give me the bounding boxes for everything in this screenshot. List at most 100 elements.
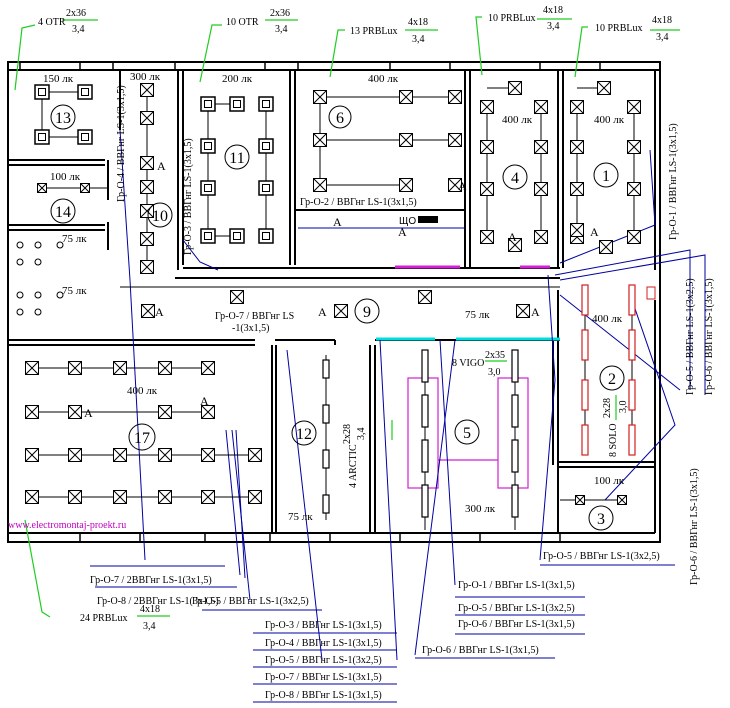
luminaire-cross [25,448,39,462]
luminaire-stair-icon [34,291,42,299]
fixture-spec-r12: 2x28 [342,424,353,444]
luminaire-cross [448,133,462,147]
fixture-spec-r17: 4x18 [140,604,160,615]
luminaire-cross [480,230,494,244]
luminaire-cross [617,495,627,505]
luminaire-cross [399,133,413,147]
room-number-9: 9 [363,304,371,321]
luminaire-cross [201,448,215,462]
cable-label-o7-line1: Гр-О-7 / ВВГнг LS [215,311,294,322]
luminaire-cross [627,140,641,154]
fixture-label-r12: 4 ARCTIC [348,444,359,488]
lux-r3: 100 лк [594,475,625,487]
luminaire-cross [480,140,494,154]
fixture-label-r2: 8 SOLO [608,423,619,457]
cable-stack-1-item: Гр-О-3 / ВВГнг LS-1(3х1,5) [265,620,382,631]
luminaire-tube-icon [581,284,589,316]
luminaire-otr-inner [204,184,212,192]
fixture-height-r13: 3,4 [72,24,85,35]
luminaire-cross [570,100,584,114]
luminaire-cross [448,90,462,104]
luminaire-cross [201,405,215,419]
luminaire-cross [627,230,641,244]
cable-label-o7-bottom: Гр-О-7 / 2ВВГнг LS-1(3х1,5) [90,575,212,586]
luminaire-cross [201,490,215,504]
luminaire-cross [448,178,462,192]
fixture-label-r17: 24 PRBLux [80,613,128,624]
cable-stack-2-item: Гр-О-6 / ВВГнг LS-1(3х1,5) [458,619,575,630]
luminaire-cross [68,405,82,419]
lux-r4: 400 лк [502,114,533,126]
luminaire-otr-inner [204,232,212,240]
panel-label: ЩО [399,216,416,227]
cable-label-o5-right: Гр-О-5 / ВВГнг LS-1(3х2,5) [543,551,660,562]
luminaire-tube-icon [628,329,636,361]
emergency-marker: A [531,305,540,319]
cable-routes [119,129,706,661]
fixture-label-r13: 4 OTR [38,17,66,28]
cable-stack-1-item: Гр-О-8 / ВВГнг LS-1(3х1,5) [265,690,382,701]
luminaire-cross [599,240,613,254]
luminaire-cross [480,100,494,114]
luminaire-tube-icon [421,484,429,518]
luminaire-cross [140,83,154,97]
room-number-1: 1 [602,168,610,185]
cable-stack-1-item: Гр-О-5 / ВВГнг LS-1(3х2,5) [265,655,382,666]
luminaire-cross [113,448,127,462]
luminaire-cross [570,182,584,196]
luminaire-cross [140,180,154,194]
luminaire-tube-icon [628,284,636,316]
room-number-5: 5 [463,425,471,442]
cable-stack-1-item: Гр-О-7 / ВВГнг LS-1(3х1,5) [265,672,382,683]
luminaire-cross [480,182,494,196]
luminaire-cross [68,361,82,375]
luminaire-tube-icon [511,349,519,383]
lux-r1: 400 лк [594,114,625,126]
lux-r14: 100 лк [50,171,81,183]
lux-r5: 300 лк [465,503,496,515]
luminaire-cross [113,361,127,375]
room-number-4: 4 [511,170,519,187]
luminaire-cross [25,405,39,419]
fixture-height-r6: 3,4 [412,34,425,45]
room-number-2: 2 [608,371,616,388]
cable-label-o3: Гр-О-3 / ВВГнг LS-1(3х1,5) [183,138,194,255]
luminaire-cross [627,182,641,196]
walls [7,61,661,543]
emergency-marker: A [200,394,209,408]
cable-label-o5-bottom: Гр-О-5 / ВВГнг LS-1(3х2,5) [192,596,309,607]
fixture-label-r6: 13 PRBLux [350,26,398,37]
room-number-6: 6 [336,110,344,127]
luminaire-cross [68,448,82,462]
windows [19,62,601,542]
luminaire-cross [334,304,348,318]
emergency-marker: A [398,225,407,239]
luminaire-cross [158,361,172,375]
luminaire-cross [158,448,172,462]
luminaire-cross [534,230,548,244]
luminaire-cross [80,183,90,193]
cable-label-o6-bottom: Гр-О-6 / ВВГнг LS-1(3х1,5) [422,645,539,656]
fixture-spec-r6: 4x18 [408,17,428,28]
luminaire-cross [248,448,262,462]
luminaire-cross [37,183,47,193]
luminaire-tube-icon [628,424,636,456]
luminaire-cross [141,304,155,318]
luminaires [16,81,656,530]
lux-r11: 200 лк [222,73,253,85]
lux-stair-2: 75 лк [62,285,87,297]
room-number-14: 14 [55,204,71,221]
luminaire-tube-icon [511,439,519,473]
luminaire-cross [516,304,530,318]
luminaire-tube-icon [322,404,330,424]
luminaire-tube-icon [322,449,330,469]
luminaire-cross [140,260,154,274]
luminaire-cross [597,81,611,95]
cable-label-o8-bottom: Гр-О-8 / 2ВВГнг LS-1(3х1,5) [97,596,219,607]
luminaire-tube-icon [511,394,519,428]
luminaire-cross [570,140,584,154]
emergency-marker: A [155,305,164,319]
luminaire-otr-inner [38,133,46,141]
luminaire-cross [570,223,584,237]
room-number-11: 11 [229,150,244,167]
